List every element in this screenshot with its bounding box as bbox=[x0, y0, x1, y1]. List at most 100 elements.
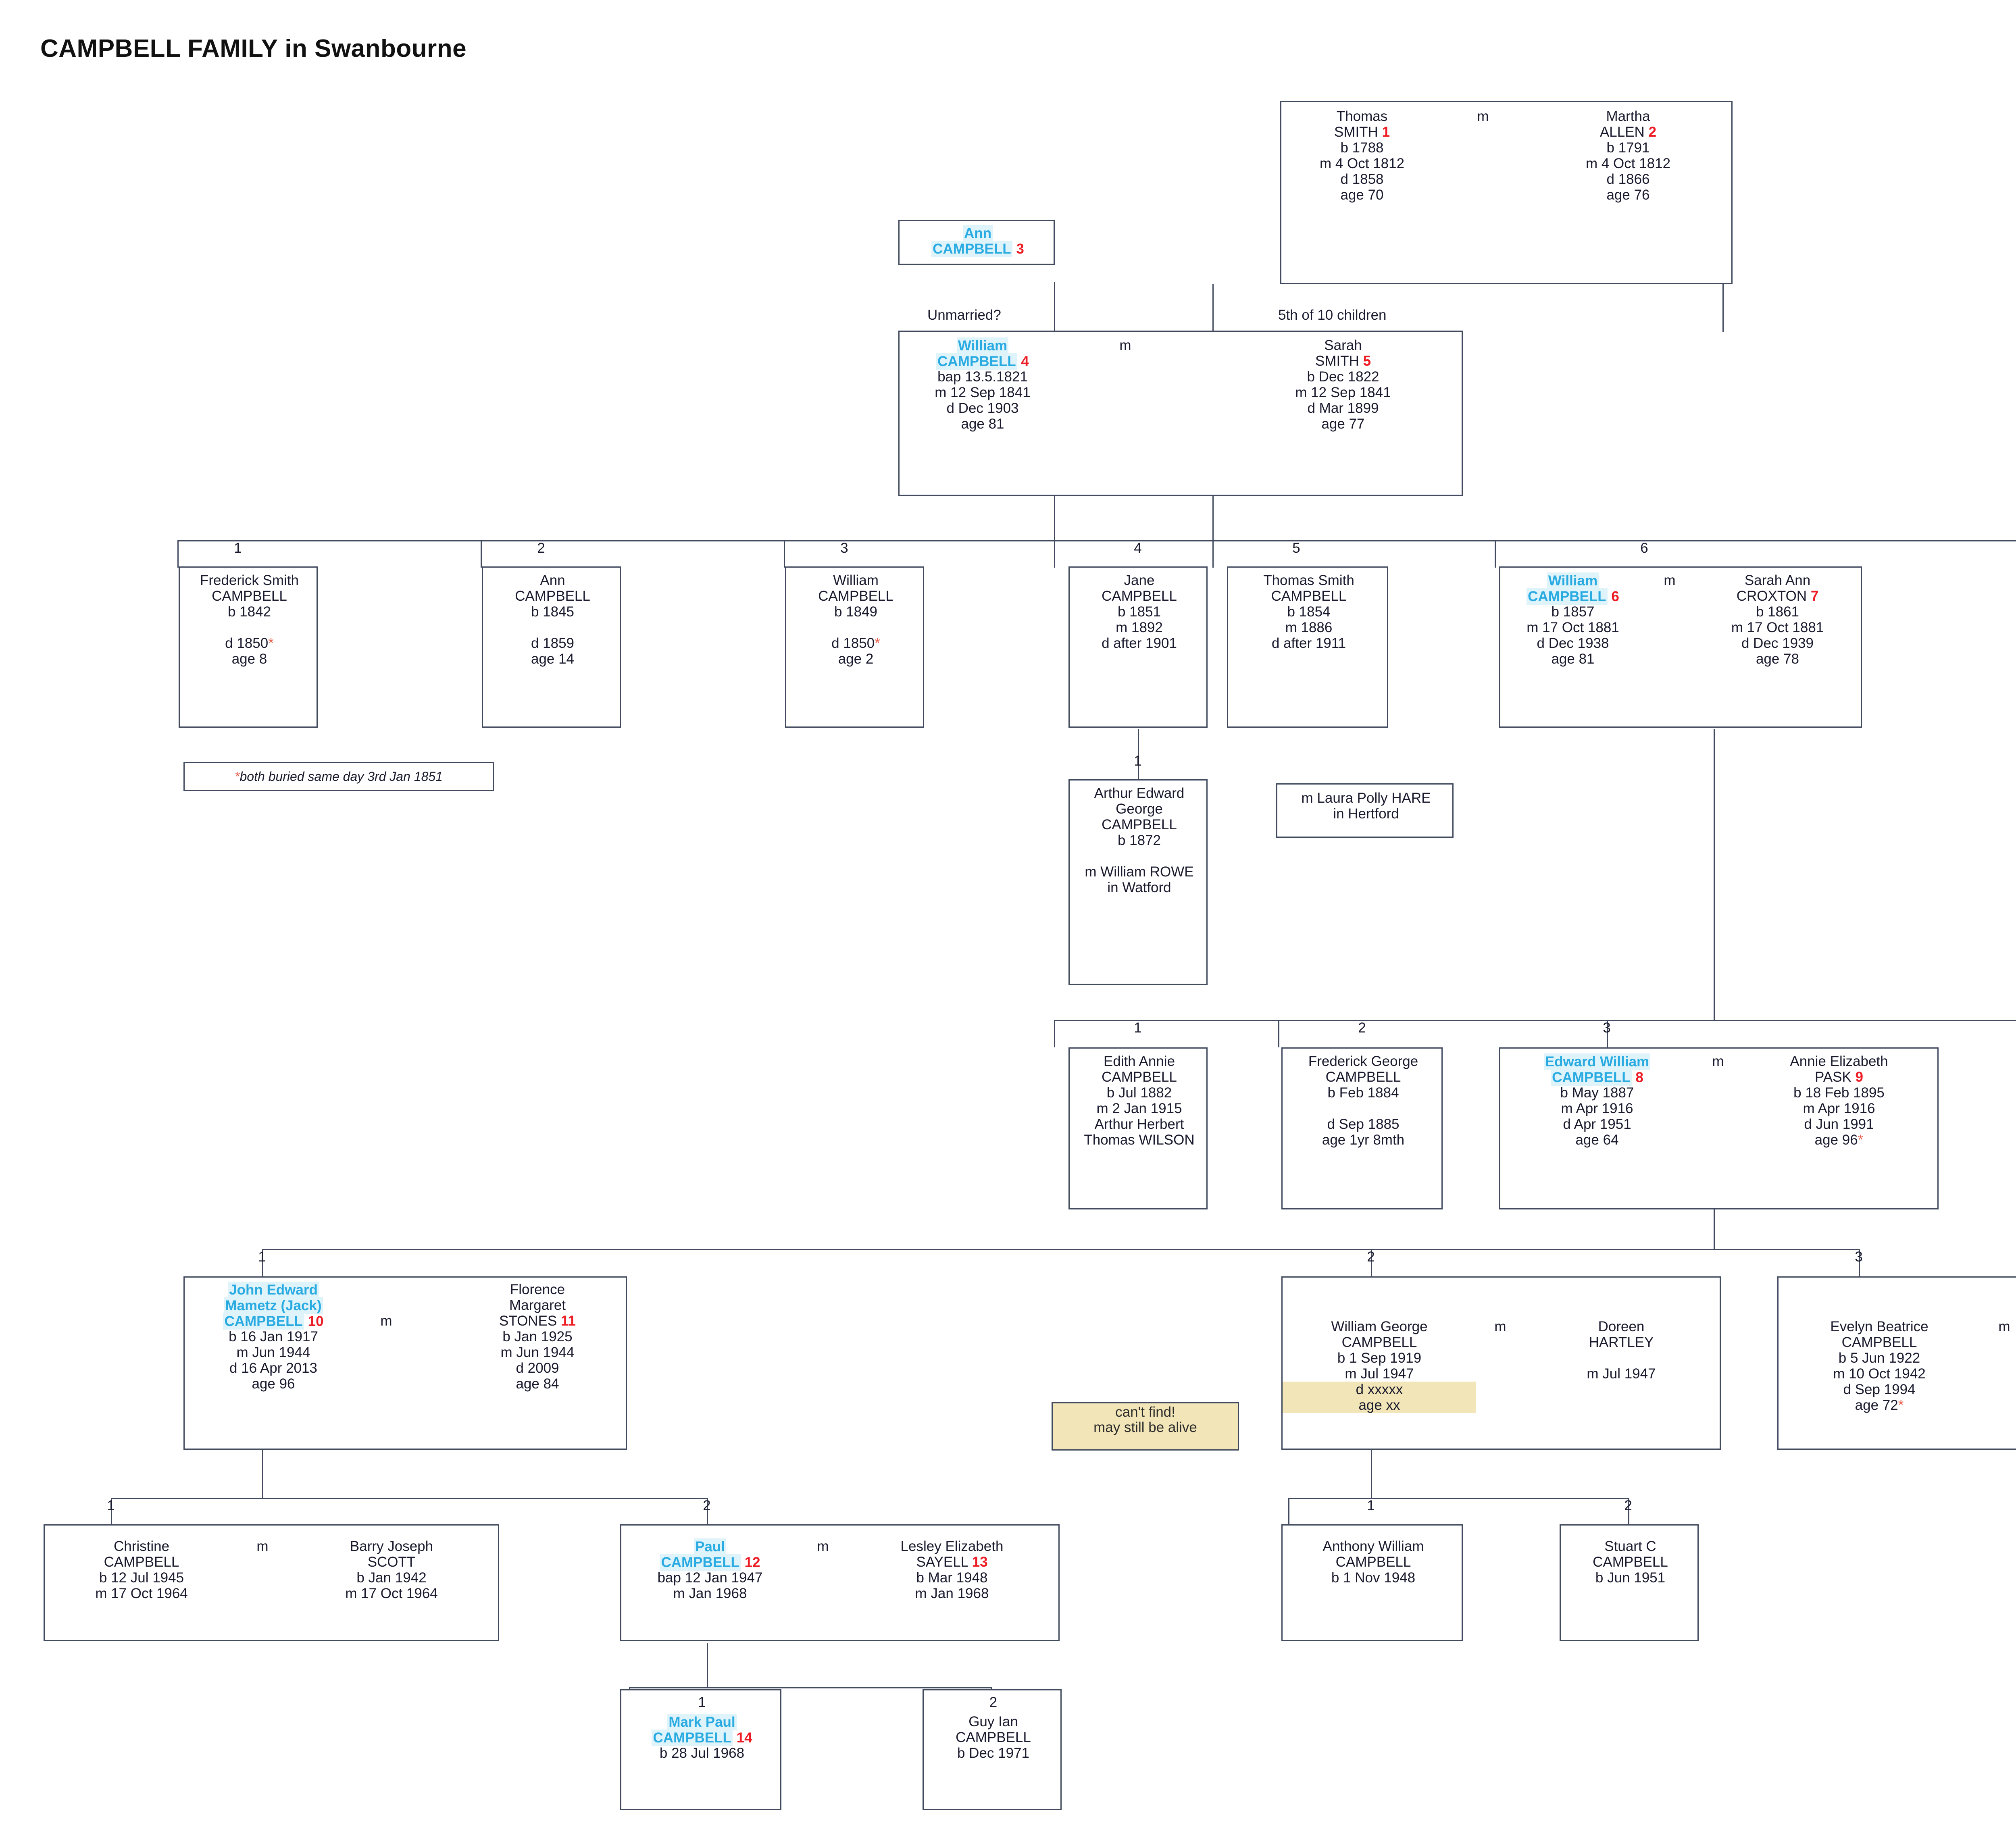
given-name: Jane bbox=[1124, 572, 1155, 588]
birth: b 28 Jul 1968 bbox=[659, 1745, 745, 1761]
given-name: Martha bbox=[1606, 108, 1650, 124]
person-box-william-campbell-sarah-smith[interactable]: William CAMPBELL 4 bap 13.5.1821 m 12 Se… bbox=[898, 331, 1463, 496]
person-box-edith-annie-campbell[interactable]: Edith Annie CAMPBELL b Jul 1882 m 2 Jan … bbox=[1068, 1047, 1208, 1209]
marriage-symbol: m bbox=[1712, 1053, 1724, 1069]
sibling-index: 3 bbox=[1855, 1249, 1863, 1265]
marriage-symbol: m bbox=[1664, 572, 1676, 588]
person-sarah-smith-5: Sarah SMITH 5 b Dec 1822 m 12 Sep 1841 d… bbox=[1254, 337, 1432, 432]
person-box-ann-campbell[interactable]: Ann CAMPBELL 3 bbox=[898, 220, 1055, 265]
person-box-stuart-c-campbell[interactable]: Stuart C CAMPBELL b Jun 1951 bbox=[1560, 1524, 1699, 1641]
given-name: Annie Elizabeth bbox=[1790, 1053, 1888, 1069]
connector-gen2-down bbox=[1054, 496, 1055, 541]
person-john-edward-mametz-jack-campbell-10: John Edward Mametz (Jack) CAMPBELL 10 b … bbox=[185, 1282, 362, 1392]
given-name: William bbox=[1500, 572, 1645, 589]
person-box-evelyn-beatrice-campbell-james-peter-noble[interactable]: Evelyn Beatrice CAMPBELL b 5 Jun 1922 m … bbox=[1777, 1276, 2016, 1450]
person-box-ann-campbell-child[interactable]: Ann CAMPBELL b 1845 d 1859 age 14 bbox=[482, 566, 621, 728]
person-barry-joseph-scott: Barry Joseph SCOTT b Jan 1942 m 17 Oct 1… bbox=[287, 1538, 496, 1601]
leg-gen3-3 bbox=[784, 540, 785, 568]
person-box-jane-campbell[interactable]: Jane CAMPBELL b 1851 m 1892 d after 1901 bbox=[1068, 566, 1208, 728]
person-box-frederick-smith-campbell[interactable]: Frederick Smith CAMPBELL b 1842 d 1850* … bbox=[179, 566, 318, 728]
birth: b 1791 bbox=[1606, 140, 1650, 156]
sibling-bar-gen6b bbox=[1288, 1498, 1629, 1499]
marriage: m Jul 1947 bbox=[1345, 1366, 1414, 1382]
person-box-william-campbell-6-sarah-ann-croxton[interactable]: William CAMPBELL 6 b 1857 m 17 Oct 1881 … bbox=[1499, 566, 1862, 728]
surname: CAMPBELL bbox=[1271, 588, 1347, 604]
age: age 64 bbox=[1575, 1132, 1619, 1148]
given-name: William bbox=[902, 337, 1063, 354]
marriage: m Jan 1968 bbox=[673, 1586, 747, 1601]
sibling-bar-gen3 bbox=[177, 540, 2016, 541]
spacer bbox=[1524, 1350, 1718, 1366]
connector-ew8-down bbox=[1714, 1209, 1715, 1250]
person-arthur-edward-george-campbell: Arthur Edward George CAMPBELL b 1872 m W… bbox=[1070, 785, 1209, 895]
person-sarah-ann-croxton-7: Sarah Ann CROXTON 7 b 1861 m 17 Oct 1881… bbox=[1694, 572, 1861, 667]
note-line-1: can't find! bbox=[1115, 1404, 1175, 1420]
marriage: m Jan 1968 bbox=[915, 1586, 989, 1601]
surname-with-ref: CAMPBELL 4 bbox=[902, 353, 1063, 370]
surname-with-ref: CAMPBELL 6 bbox=[1500, 588, 1645, 605]
given-name-line1: Florence bbox=[510, 1282, 565, 1297]
person-box-edward-william-campbell-8-annie-elizabeth-pask[interactable]: Edward William CAMPBELL 8 b May 1887 m A… bbox=[1499, 1047, 1939, 1209]
person-box-john-edward-mametz-jack-campbell-10-florence-margaret-stones[interactable]: John Edward Mametz (Jack) CAMPBELL 10 b … bbox=[183, 1276, 627, 1450]
leg-gen6-1 bbox=[111, 1498, 112, 1524]
death: d 1866 bbox=[1606, 171, 1650, 187]
surname: CAMPBELL bbox=[1593, 1554, 1668, 1570]
person-box-thomas-smith-martha-allen[interactable]: Thomas SMITH 1 b 1788 m 4 Oct 1812 d 185… bbox=[1280, 101, 1733, 284]
birth: b Jan 1925 bbox=[502, 1329, 573, 1345]
death: d 1850* bbox=[225, 635, 274, 651]
spouse-line2: Thomas WILSON bbox=[1084, 1132, 1195, 1148]
sibling-bar-gen7 bbox=[629, 1687, 992, 1688]
age: age 81 bbox=[1551, 651, 1595, 667]
person-jane-campbell: Jane CAMPBELL b 1851 m 1892 d after 1901 bbox=[1070, 572, 1209, 651]
baptism: bap 13.5.1821 bbox=[937, 369, 1028, 385]
person-box-christine-campbell-barry-joseph-scott[interactable]: Christine CAMPBELL b 12 Jul 1945 m 17 Oc… bbox=[44, 1524, 499, 1641]
person-william-campbell-child: William CAMPBELL b 1849 d 1850* age 2 bbox=[786, 572, 925, 667]
birth: b 16 Jan 1917 bbox=[229, 1329, 318, 1345]
death: d Sep 1885 bbox=[1327, 1116, 1400, 1132]
person-box-william-george-campbell-doreen-hartley[interactable]: William George CAMPBELL b 1 Sep 1919 m J… bbox=[1281, 1276, 1721, 1450]
person-box-william-campbell-child[interactable]: William CAMPBELL b 1849 d 1850* age 2 bbox=[785, 566, 924, 728]
note-laura-polly-hare: m Laura Polly HARE in Hertford bbox=[1276, 783, 1454, 838]
given-name: Ann bbox=[540, 572, 565, 588]
birth: b 12 Jul 1945 bbox=[99, 1570, 184, 1586]
death: d after 1911 bbox=[1271, 635, 1346, 651]
connector-gen2-down-b bbox=[1212, 496, 1214, 564]
age: age 84 bbox=[516, 1376, 559, 1392]
leg-gen5-1 bbox=[262, 1249, 263, 1276]
birth: b 1857 bbox=[1551, 604, 1595, 620]
person-william-george-campbell: William George CAMPBELL b 1 Sep 1919 m J… bbox=[1283, 1319, 1476, 1413]
note-cant-find: can't find! may still be alive bbox=[1052, 1402, 1239, 1451]
marriage: m 10 Oct 1942 bbox=[1833, 1366, 1926, 1382]
birth: b Jul 1882 bbox=[1106, 1085, 1172, 1101]
age: age 8 bbox=[231, 651, 267, 667]
leg-gen4-3 bbox=[1607, 1020, 1608, 1047]
leg-gen4-2 bbox=[1278, 1020, 1279, 1047]
person-christine-campbell: Christine CAMPBELL b 12 Jul 1945 m 17 Oc… bbox=[45, 1538, 238, 1601]
leg-gen4-1 bbox=[1054, 1020, 1055, 1047]
surname-with-ref: CAMPBELL 10 bbox=[185, 1313, 362, 1330]
marriage: m 17 Oct 1881 bbox=[1731, 620, 1824, 635]
note-buried-same-day: **both buried same day 3rd Jan 1851both … bbox=[183, 762, 494, 791]
spacer bbox=[1070, 848, 1209, 864]
person-box-paul-campbell-12-lesley-elizabeth-sayell[interactable]: Paul CAMPBELL 12 bap 12 Jan 1947 m Jan 1… bbox=[620, 1524, 1060, 1641]
birth: b Jan 1942 bbox=[356, 1570, 427, 1586]
given-name: Stuart C bbox=[1604, 1538, 1656, 1554]
person-box-thomas-smith-campbell[interactable]: Thomas Smith CAMPBELL b 1854 m 1886 d af… bbox=[1227, 566, 1388, 728]
person-box-frederick-george-campbell[interactable]: Frederick George CAMPBELL b Feb 1884 d S… bbox=[1281, 1047, 1443, 1209]
given-name: Doreen bbox=[1598, 1319, 1645, 1334]
person-box-mark-paul-campbell-14[interactable]: 1 Mark Paul CAMPBELL 14 b 28 Jul 1968 bbox=[620, 1689, 781, 1810]
spouse-line1: m William ROWE bbox=[1085, 864, 1194, 880]
connector-ann-down bbox=[1054, 282, 1055, 332]
note-text: both buried same day 3rd Jan 1851 bbox=[240, 769, 443, 784]
person-thomas-smith: Thomas SMITH 1 b 1788 m 4 Oct 1812 d 185… bbox=[1285, 108, 1439, 203]
death: d Dec 1903 bbox=[946, 400, 1019, 416]
age: age 78 bbox=[1756, 651, 1799, 667]
age: age 2 bbox=[838, 651, 874, 667]
person-box-anthony-william-campbell[interactable]: Anthony William CAMPBELL b 1 Nov 1948 bbox=[1281, 1524, 1463, 1641]
given-name: Thomas Smith bbox=[1263, 572, 1354, 588]
person-box-arthur-edward-george-campbell[interactable]: Arthur Edward George CAMPBELL b 1872 m W… bbox=[1068, 779, 1208, 985]
death: d 1859 bbox=[531, 635, 575, 651]
given-name: Barry Joseph bbox=[350, 1538, 433, 1554]
person-box-guy-ian-campbell[interactable]: 2 Guy Ian CAMPBELL b Dec 1971 bbox=[923, 1689, 1062, 1810]
sibling-bar-gen4 bbox=[1054, 1020, 2016, 1021]
